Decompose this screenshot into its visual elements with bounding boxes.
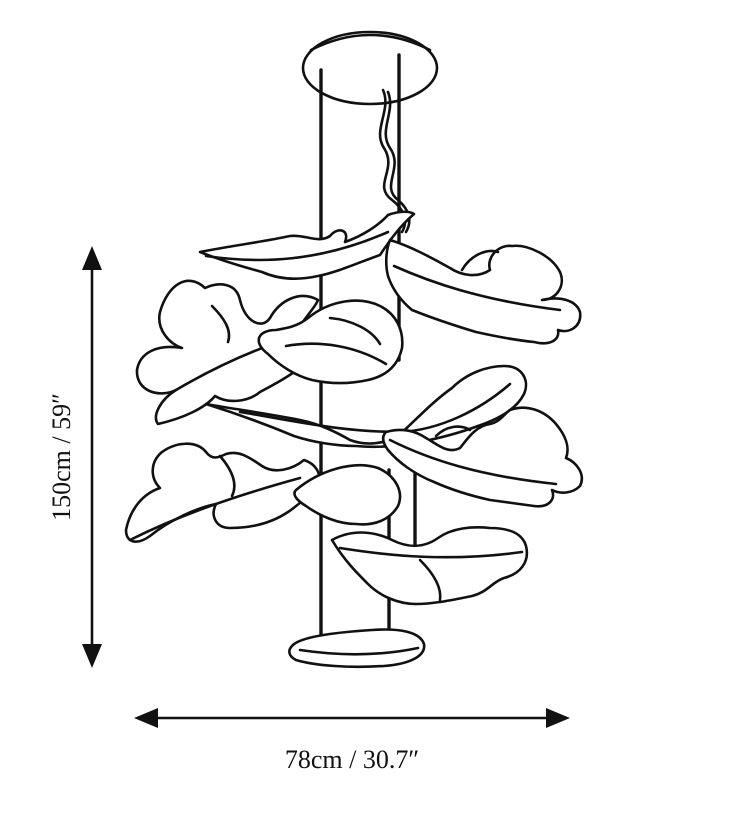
leaf-top-left (198, 210, 416, 280)
leaf-top-right (384, 238, 582, 345)
ceiling-canopy (301, 30, 439, 106)
leaf-bottom (330, 526, 529, 606)
arrow-down-icon (82, 644, 102, 668)
height-label: 150cm / 59″ (47, 393, 76, 521)
arrow-right-icon (546, 708, 570, 728)
leaf-middle-center (257, 299, 404, 385)
width-label: 78cm / 30.7″ (285, 745, 419, 774)
arrow-up-icon (82, 246, 102, 270)
bottom-dish (288, 628, 426, 669)
height-dimension: 150cm / 59″ (47, 246, 102, 668)
leaf-cluster (124, 210, 584, 606)
leaf-center-lower (293, 463, 402, 526)
leaf-center-wide (204, 364, 528, 449)
width-dimension: 78cm / 30.7″ (134, 708, 570, 774)
leaf-left-lower (124, 442, 321, 543)
arrow-left-icon (134, 708, 158, 728)
